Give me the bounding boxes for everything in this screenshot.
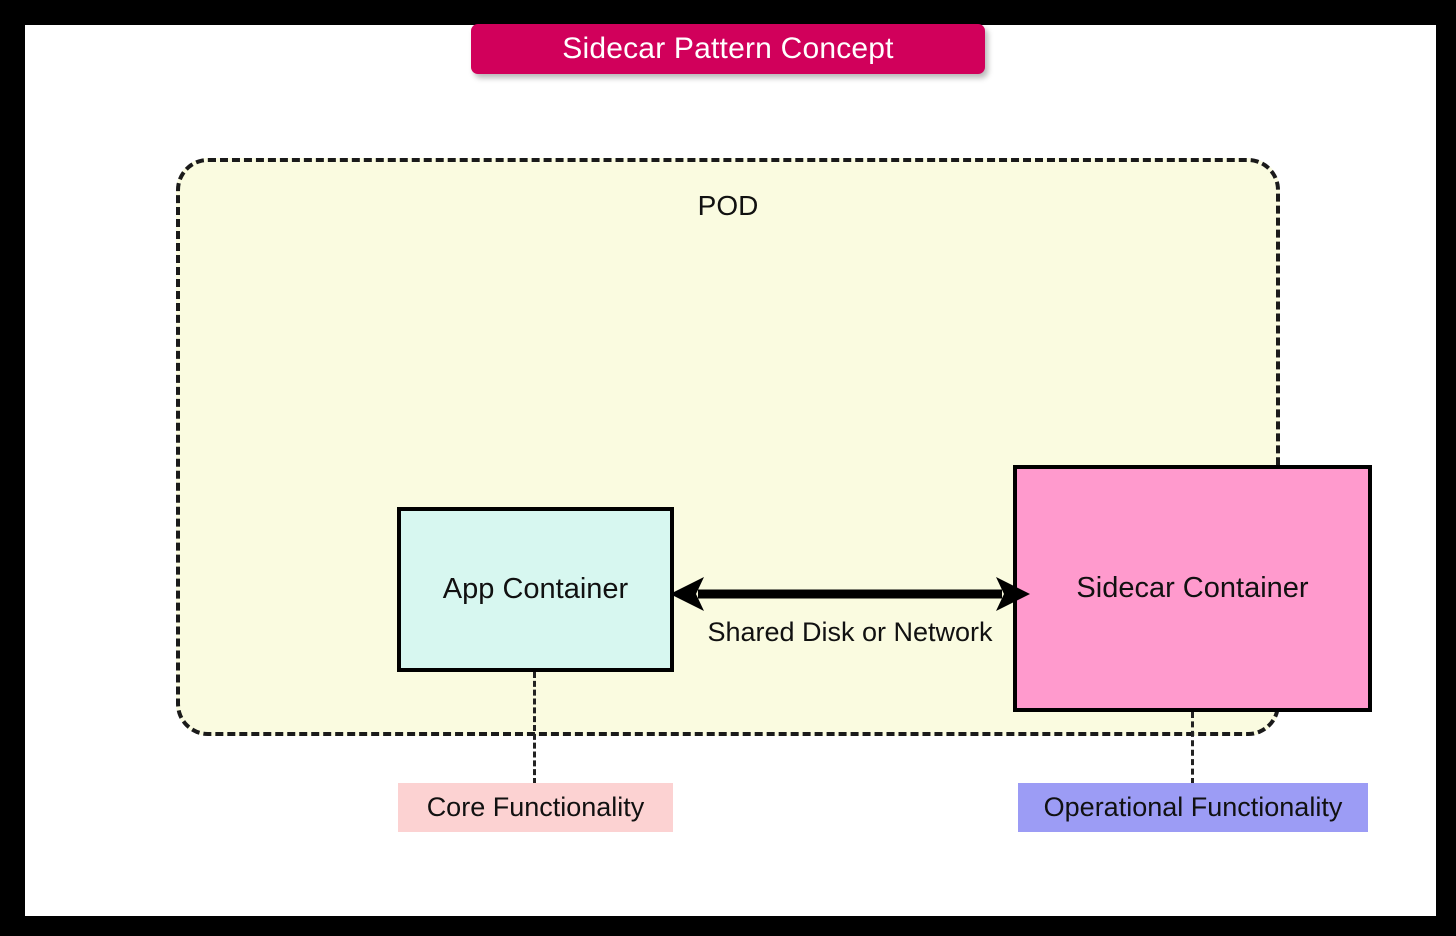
connection-label: Shared Disk or Network — [707, 617, 993, 647]
sidecar-container-connector-line — [1191, 712, 1194, 784]
app-container-label: App Container — [442, 573, 629, 605]
app-container-connector-line — [533, 672, 536, 784]
core-functionality-tag: Core Functionality — [398, 783, 673, 832]
bidirectional-arrow-icon — [670, 577, 1030, 611]
title-banner: Sidecar Pattern Concept — [471, 24, 985, 74]
app-container-node: App Container — [397, 507, 674, 672]
operational-functionality-tag: Operational Functionality — [1018, 783, 1368, 832]
page-title: Sidecar Pattern Concept — [562, 32, 894, 65]
diagram-canvas: Sidecar Pattern Concept POD App Containe… — [25, 24, 1436, 916]
operational-functionality-label: Operational Functionality — [1043, 792, 1343, 822]
sidecar-container-label: Sidecar Container — [1076, 572, 1309, 604]
sidecar-container-node: Sidecar Container — [1013, 465, 1372, 712]
pod-label: POD — [697, 190, 759, 221]
pod-boundary: POD App Container Sidecar Container Shar… — [176, 158, 1372, 832]
core-functionality-label: Core Functionality — [426, 792, 645, 822]
